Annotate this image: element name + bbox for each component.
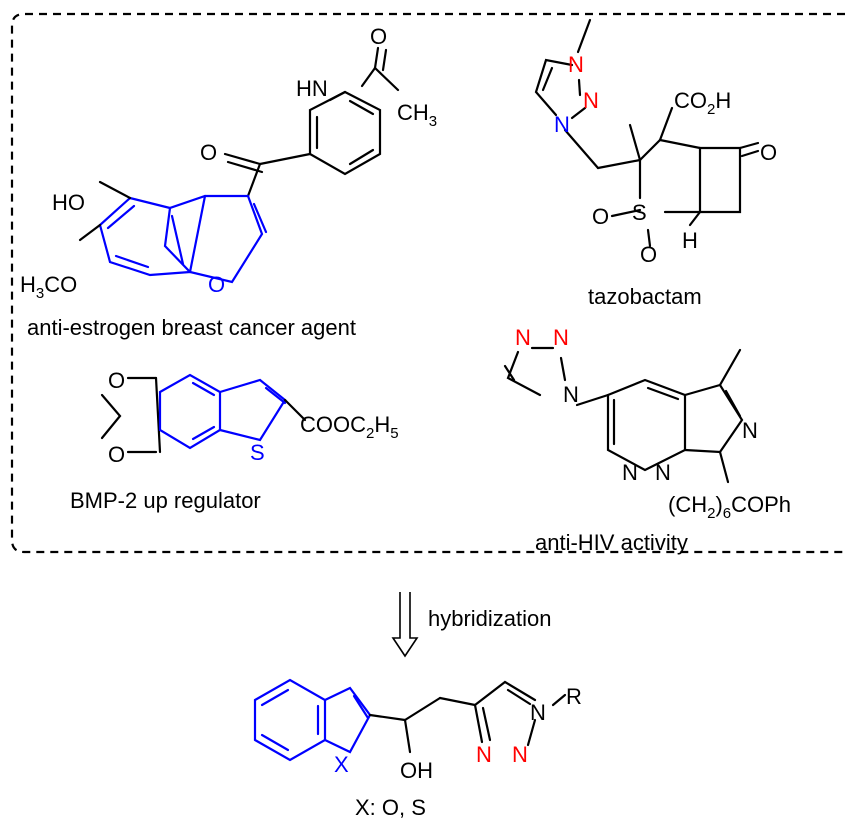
label-n3: N: [512, 742, 528, 767]
caption-antiestrogen: anti-estrogen breast cancer agent: [27, 315, 356, 340]
label-n3: N: [563, 382, 579, 407]
label-o2: O: [108, 442, 125, 467]
arrow-label: hybridization: [428, 606, 552, 631]
molecule-tazobactam: N N N CO2H O O S O H tazobactam: [534, 18, 777, 309]
label-ketone-o: O: [760, 140, 777, 165]
caption-tazobactam: tazobactam: [588, 284, 702, 309]
label-ho: HO: [52, 190, 85, 215]
label-n2: N: [476, 742, 492, 767]
label-acyl-o: O: [370, 24, 387, 49]
label-oh: OH: [400, 758, 433, 783]
label-sulfonyl-o-bottom: O: [640, 242, 657, 267]
label-o1: O: [108, 368, 125, 393]
label-co2h: CO2H: [674, 88, 731, 118]
molecule-hybrid: X OH N N N R X: O, S: [253, 678, 582, 820]
molecule-bmp2: O O S COOC2H5 BMP-2 up regulator: [70, 368, 399, 513]
label-n2: N: [583, 88, 599, 113]
caption-antihiv: anti-HIV activity: [535, 530, 688, 555]
label-sulfonyl-o-left: O: [592, 204, 609, 229]
label-n1: N: [530, 700, 546, 725]
label-sulfur: S: [632, 200, 647, 225]
dashed-frame: [10, 12, 845, 554]
label-n1: N: [515, 325, 531, 350]
label-h: H: [682, 228, 698, 253]
caption-bmp2: BMP-2 up regulator: [70, 488, 261, 513]
label-nh: HN: [296, 76, 328, 101]
label-h3co: H3CO: [20, 272, 77, 302]
label-n3: N: [554, 112, 570, 137]
label-n1: N: [568, 52, 584, 77]
label-n4: N: [742, 418, 758, 443]
label-n6: N: [655, 460, 671, 485]
label-n2: N: [553, 325, 569, 350]
label-x: X: [334, 752, 349, 777]
hybridization-arrow: hybridization: [391, 592, 552, 658]
label-ketone-o: O: [200, 140, 217, 165]
label-n5: N: [622, 460, 638, 485]
label-sulfur: S: [250, 440, 265, 465]
label-chain: (CH2)6COPh: [668, 492, 791, 522]
label-furan-o: O: [208, 272, 225, 297]
label-ester: COOC2H5: [300, 412, 399, 442]
label-r: R: [566, 684, 582, 709]
molecule-antiestrogen: HN O CH3 O HO H3CO O anti-estrogen breas…: [20, 24, 437, 340]
label-ch3: CH3: [397, 100, 437, 130]
caption-xdef: X: O, S: [355, 795, 426, 820]
molecule-antihiv: N N N N N N (CH2)6COPh anti-HIV activity: [503, 325, 791, 555]
